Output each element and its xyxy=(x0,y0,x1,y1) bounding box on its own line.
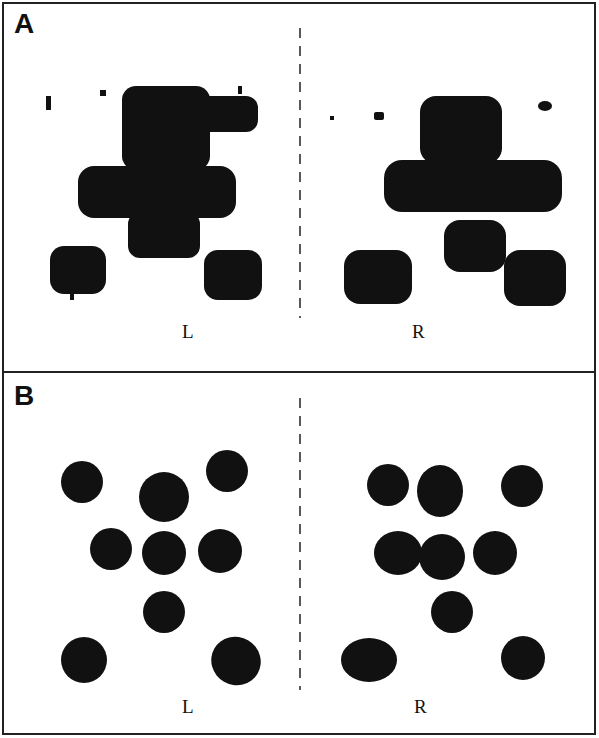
midline-b xyxy=(299,398,301,690)
pattern-a-left xyxy=(46,86,262,300)
pattern-b-right xyxy=(341,464,545,682)
outer-frame xyxy=(3,3,595,734)
pattern-a-right xyxy=(330,96,566,306)
midline-a xyxy=(299,28,301,318)
side-label: L xyxy=(182,697,194,716)
side-label: R xyxy=(412,322,425,341)
pattern-b-left xyxy=(61,450,270,694)
panel-letter: A xyxy=(14,10,34,38)
panel-divider xyxy=(3,371,595,373)
panel-letter: B xyxy=(14,382,34,410)
side-label: R xyxy=(414,697,427,716)
side-label: L xyxy=(182,322,194,341)
